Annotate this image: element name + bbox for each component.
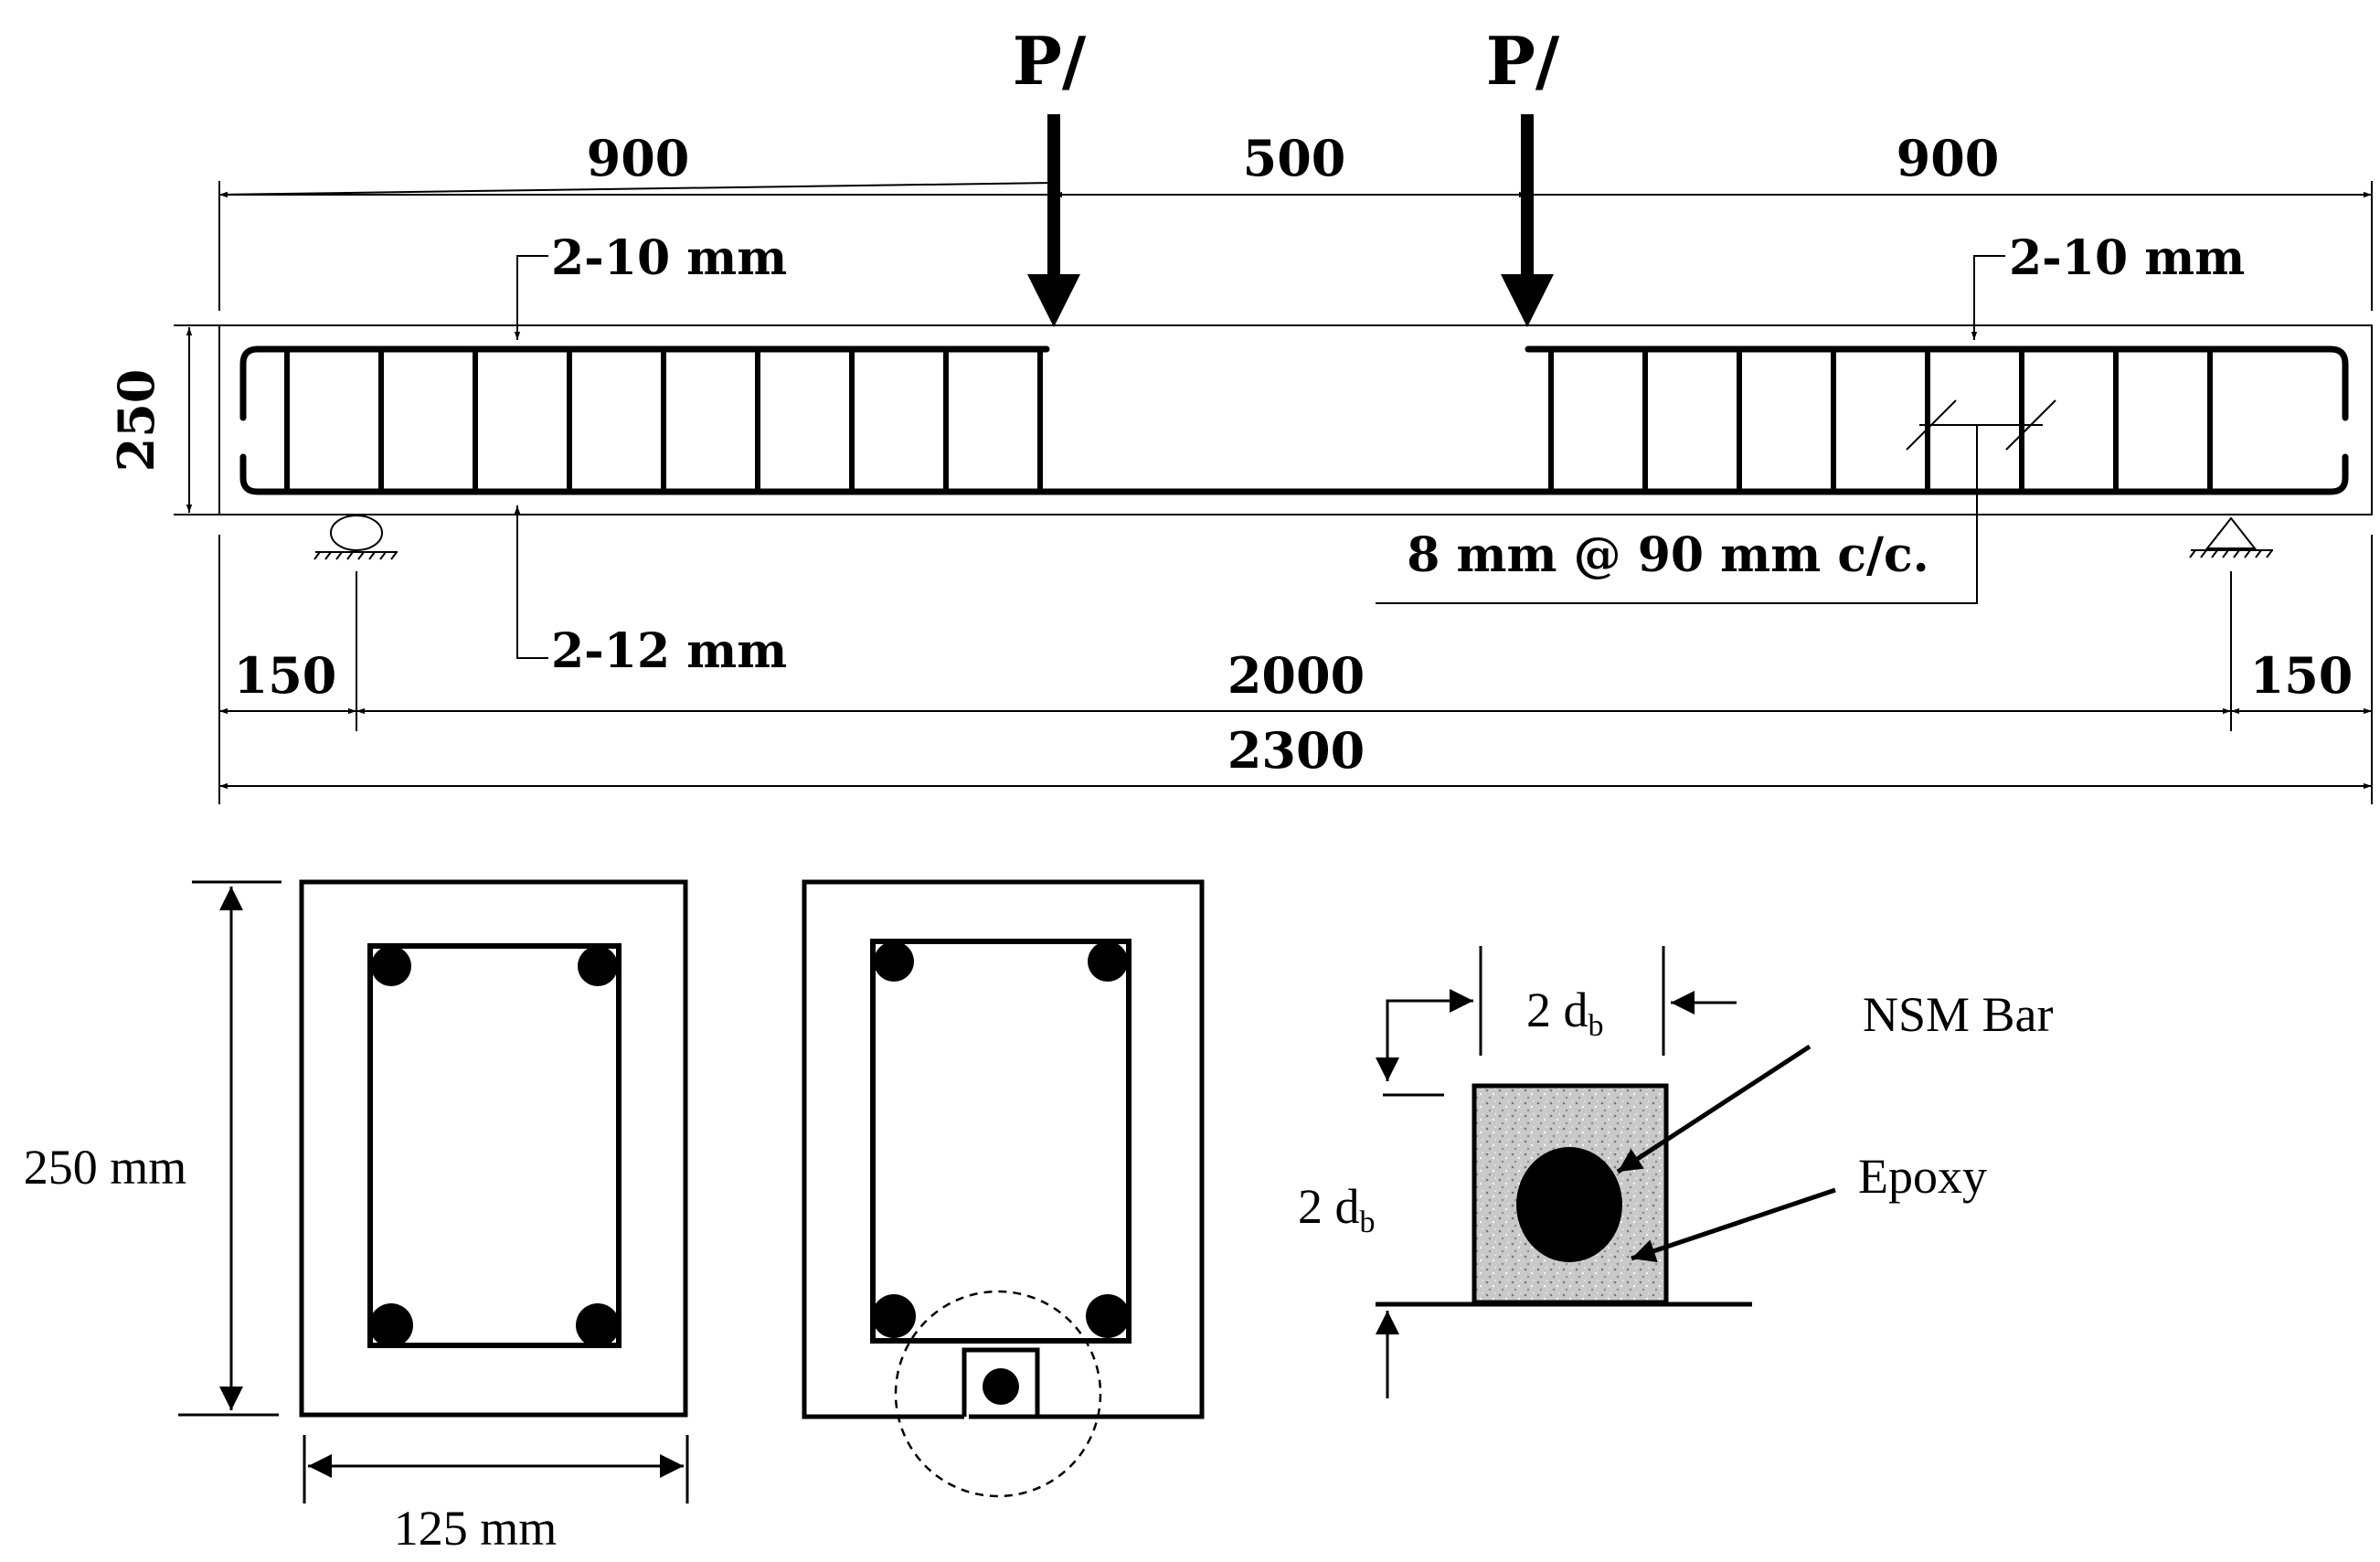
cross-section-control: 250 mm 125 mm [24, 879, 689, 1556]
stirrups [284, 349, 2213, 492]
nsm-bar-leader [1616, 1044, 1812, 1174]
epoxy-filled-groove [1472, 1083, 1669, 1305]
beam-elevation: 2-10 mm 2-10 mm 2-12 mm 8 mm @ 90 mm c/c… [107, 22, 2373, 804]
epoxy-label: Epoxy [1858, 1149, 1987, 1204]
width-label: 125 mm [394, 1501, 558, 1556]
stirrup-outline [870, 939, 1132, 1344]
height-dimension [178, 880, 282, 1417]
cross-section-strengthened [802, 879, 1205, 1498]
load-arrow-left [1027, 114, 1080, 327]
nsm-bar-label: NSM Bar [1863, 987, 2054, 1042]
bottom-bars-label: 2-12 mm [551, 623, 787, 679]
pin-support [2189, 516, 2273, 558]
rebar-top-right [578, 946, 618, 986]
dim-shear-span-left: 900 [587, 129, 690, 187]
load-arrow-right [1501, 114, 1554, 327]
dim-overhang-left: 150 [234, 646, 337, 705]
epoxy-leader [1631, 1187, 1836, 1263]
groove-depth-label: 2 db [1298, 1179, 1376, 1239]
bottom-bars-leader [514, 505, 548, 659]
rebar-top-left [371, 946, 411, 986]
beam-outline [218, 324, 2373, 515]
nsm-groove-detail: 2 db 2 db NSM Bar Epoxy [1298, 946, 2054, 1398]
rebar-top-right [1088, 941, 1128, 982]
dim-overhang-right: 150 [2250, 646, 2353, 705]
stirrup-outline [367, 943, 622, 1348]
nsm-bar [983, 1368, 1019, 1405]
height-label: 250 mm [24, 1140, 187, 1195]
dim-clear-span: 2000 [1227, 646, 1365, 705]
section-outline-grooved [802, 879, 1205, 1419]
nsm-bar-detail [1516, 1147, 1622, 1262]
load-left-label: P/ [1013, 22, 1087, 100]
top-dimension-line [218, 181, 2373, 311]
rebar-bottom-right [1086, 1294, 1130, 1338]
top-bars-left-leader [514, 255, 548, 340]
reinforcement-cage [239, 345, 2349, 495]
dim-total-length: 2300 [1227, 721, 1365, 780]
dim-shear-span-right: 900 [1897, 129, 2000, 187]
dim-constant-moment: 500 [1243, 129, 1346, 187]
roller-support [313, 515, 398, 560]
rebar-bottom-left [872, 1294, 916, 1338]
depth-dimension [174, 324, 219, 515]
detail-callout-circle [894, 1290, 1102, 1498]
dim-depth: 250 [107, 369, 165, 473]
groove-width-label: 2 db [1526, 983, 1604, 1043]
stirrup-leader [1376, 399, 2056, 604]
rebar-top-left [874, 941, 914, 982]
top-bars-right-leader [1971, 255, 2005, 340]
rebar-bottom-left [369, 1303, 413, 1347]
rebar-bottom-right [576, 1303, 620, 1347]
load-right-label: P/ [1486, 22, 1560, 100]
span-dimension-lines [218, 535, 2373, 804]
groove-depth-dimension [1376, 999, 1444, 1398]
section-outline [299, 879, 688, 1418]
top-bars-left-label: 2-10 mm [551, 230, 787, 286]
stirrup-label: 8 mm @ 90 mm c/c. [1407, 527, 1929, 583]
width-dimension [303, 1435, 689, 1504]
top-bars-right-label: 2-10 mm [2009, 230, 2245, 286]
